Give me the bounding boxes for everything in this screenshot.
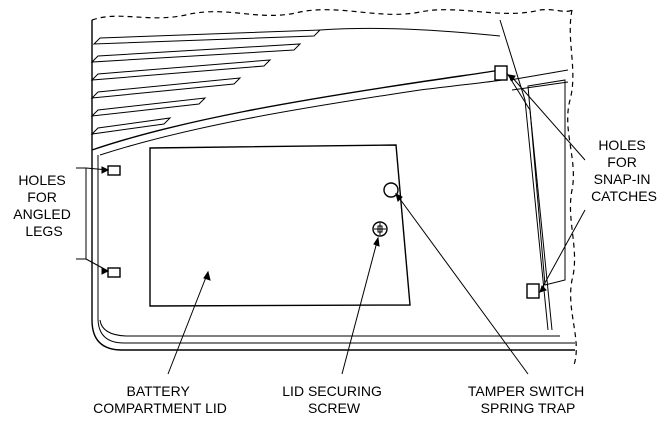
leader-tamper xyxy=(396,194,529,375)
leader-screw xyxy=(341,237,379,375)
label-battery-line1: BATTERY xyxy=(127,383,191,399)
right-side-panel xyxy=(527,79,566,286)
label-angled-legs-line2: FOR xyxy=(27,189,57,205)
upper-shell-inner xyxy=(99,79,503,156)
lid-screw-icon xyxy=(372,221,388,237)
vent-slots xyxy=(90,29,322,135)
right-break-line xyxy=(567,9,577,366)
label-angled-legs: HOLES FOR ANGLED LEGS xyxy=(13,172,74,239)
snap-in-hole-top xyxy=(494,65,508,81)
label-angled-legs-line4: LEGS xyxy=(25,223,62,239)
label-screw-line2: SCREW xyxy=(308,400,361,416)
leader-angled-legs xyxy=(76,167,87,260)
label-tamper: TAMPER SWITCH SPRING TRAP xyxy=(468,383,588,416)
leader-lines xyxy=(76,74,586,375)
angled-leg-hole-bottom xyxy=(107,267,121,278)
label-snap-in-line4: CATCHES xyxy=(591,188,657,204)
snap-in-holes xyxy=(494,65,540,299)
label-snap-in-line3: SNAP-IN xyxy=(594,171,651,187)
angled-leg-hole-top xyxy=(107,165,121,176)
label-tamper-line1: TAMPER SWITCH xyxy=(468,383,584,399)
leader-snap-in xyxy=(510,75,586,291)
label-battery: BATTERY COMPARTMENT LID xyxy=(93,383,227,416)
label-snap-in: HOLES FOR SNAP-IN CATCHES xyxy=(591,137,657,204)
top-break-line xyxy=(91,8,573,21)
label-screw: LID SECURING SCREW xyxy=(282,383,385,416)
top-ridge-line xyxy=(319,27,501,37)
label-snap-in-line2: FOR xyxy=(607,154,637,170)
leader-battery-lid xyxy=(167,271,209,375)
label-angled-legs-line1: HOLES xyxy=(18,172,65,188)
housing-left-edge xyxy=(91,20,575,351)
upper-shell-curve xyxy=(91,69,501,151)
label-screw-line1: LID SECURING xyxy=(282,383,382,399)
housing-left-edge-inner xyxy=(97,155,575,344)
snap-in-hole-bottom xyxy=(526,283,540,299)
battery-compartment-lid xyxy=(149,144,411,307)
right-rail-upper xyxy=(509,69,569,81)
label-battery-line2: COMPARTMENT LID xyxy=(93,400,227,416)
label-angled-legs-line3: ANGLED xyxy=(13,206,71,222)
housing-body xyxy=(90,8,577,366)
angled-leg-holes xyxy=(107,165,121,278)
housing-bottom-lip xyxy=(99,319,560,337)
right-panel-diagonal xyxy=(499,19,549,331)
right-rail-lower xyxy=(511,81,569,91)
label-snap-in-line1: HOLES xyxy=(598,137,645,153)
label-tamper-line2: SPRING TRAP xyxy=(481,400,576,416)
tamper-spring-trap xyxy=(383,182,399,198)
